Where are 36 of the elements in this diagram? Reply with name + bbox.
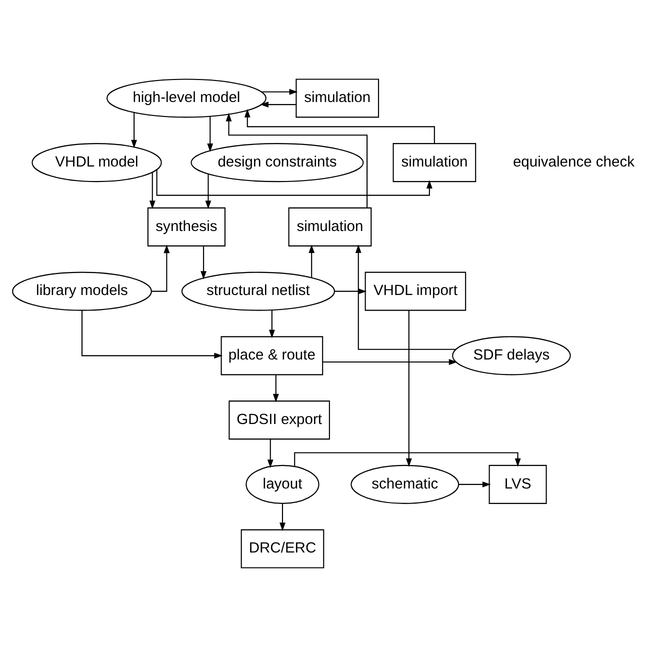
node-ellipse: library models bbox=[12, 271, 152, 310]
node-box: DRC/ERC bbox=[240, 528, 324, 568]
arrow bbox=[355, 244, 456, 350]
node-ellipse: schematic bbox=[350, 464, 460, 504]
node-box: synthesis bbox=[147, 206, 226, 246]
node-box: place & route bbox=[220, 336, 324, 375]
arrow bbox=[406, 310, 412, 466]
arrow bbox=[156, 169, 432, 196]
arrow bbox=[131, 112, 138, 148]
node-box: simulation bbox=[296, 78, 380, 118]
node-ellipse: VHDL model bbox=[32, 142, 162, 182]
arrow bbox=[458, 480, 491, 487]
label: equivalence check bbox=[512, 154, 634, 170]
arrow bbox=[262, 88, 298, 94]
node-box: LVS bbox=[488, 464, 547, 504]
arrow bbox=[268, 310, 275, 338]
node-ellipse: SDF delays bbox=[452, 336, 571, 375]
node-box: GDSII export bbox=[228, 400, 330, 440]
arrow bbox=[152, 244, 170, 292]
node-ellipse: layout bbox=[246, 464, 320, 504]
arrow bbox=[149, 172, 156, 209]
node-box: simulation bbox=[288, 206, 372, 246]
arrow bbox=[207, 116, 214, 152]
arrow bbox=[260, 101, 296, 107]
arrow bbox=[280, 503, 286, 531]
node-box: simulation bbox=[392, 142, 476, 182]
arrow bbox=[200, 246, 206, 280]
arrow bbox=[272, 374, 279, 402]
arrow bbox=[267, 438, 274, 468]
arrow bbox=[308, 244, 315, 278]
arrow bbox=[81, 310, 223, 358]
arrow bbox=[226, 112, 368, 208]
arrow bbox=[205, 174, 212, 209]
arrow bbox=[322, 358, 458, 364]
arrow bbox=[244, 108, 435, 143]
node-box: VHDL import bbox=[364, 271, 466, 310]
